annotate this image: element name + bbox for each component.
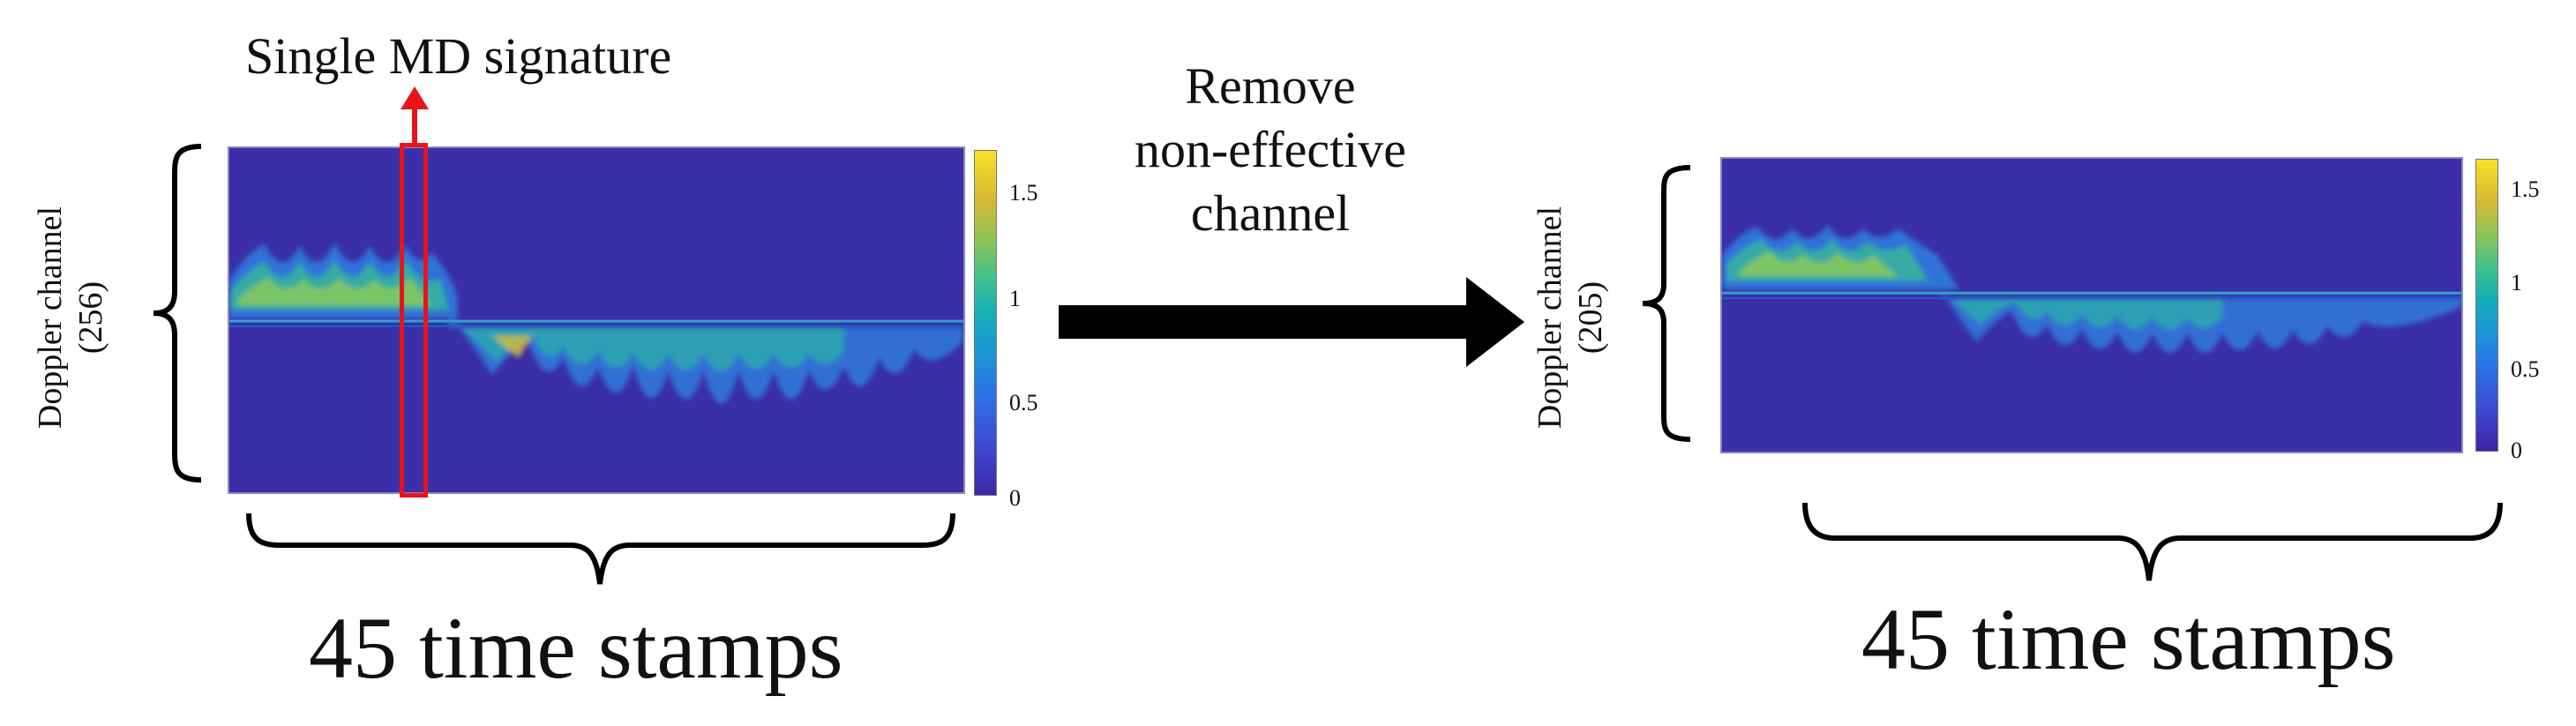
right-colorbar-tick-1-5: 1.5	[2511, 176, 2540, 202]
caption-line3: channel	[1190, 184, 1351, 242]
left-spectrogram-plot	[229, 242, 963, 404]
right-time-stamps-label: 45 time stamps	[1861, 590, 2396, 688]
caption-line1: Remove	[1185, 57, 1356, 115]
left-y-label-line1: Doppler channel	[32, 206, 69, 430]
left-spectrogram	[228, 146, 965, 494]
right-y-label-line1: Doppler channel	[1531, 206, 1569, 430]
process-arrow	[1059, 277, 1524, 367]
left-vertical-brace	[153, 144, 202, 483]
right-horizontal-brace	[1802, 502, 2503, 581]
right-y-axis-label: Doppler channel (205)	[1530, 168, 1611, 468]
right-y-label-line2: (205)	[1572, 281, 1609, 355]
right-vertical-brace	[1642, 165, 1691, 442]
right-spectrogram-plot	[1722, 225, 2461, 353]
left-time-stamps-label: 45 time stamps	[309, 599, 843, 697]
right-colorbar-tick-0-5: 0.5	[2511, 356, 2540, 382]
remove-channel-caption: Remove non-effective channel	[1050, 55, 1491, 245]
left-colorbar-tick-1: 1	[1009, 286, 1021, 311]
right-colorbar	[2475, 159, 2498, 452]
left-colorbar-tick-1-5: 1.5	[1009, 180, 1038, 206]
left-y-label-line2: (256)	[72, 281, 109, 355]
right-colorbar-tick-0: 0	[2511, 438, 2522, 463]
single-md-highlight-box	[400, 143, 428, 498]
left-colorbar-tick-0-5: 0.5	[1009, 390, 1038, 415]
right-colorbar-tick-1: 1	[2511, 270, 2522, 296]
left-colorbar-tick-0: 0	[1009, 485, 1021, 511]
left-horizontal-brace	[246, 513, 955, 585]
left-y-axis-label: Doppler channel (256)	[30, 159, 111, 476]
left-colorbar	[974, 150, 997, 496]
caption-line2: non-effective	[1134, 121, 1407, 178]
right-spectrogram	[1720, 157, 2463, 453]
single-md-signature-label: Single MD signature	[245, 27, 672, 85]
